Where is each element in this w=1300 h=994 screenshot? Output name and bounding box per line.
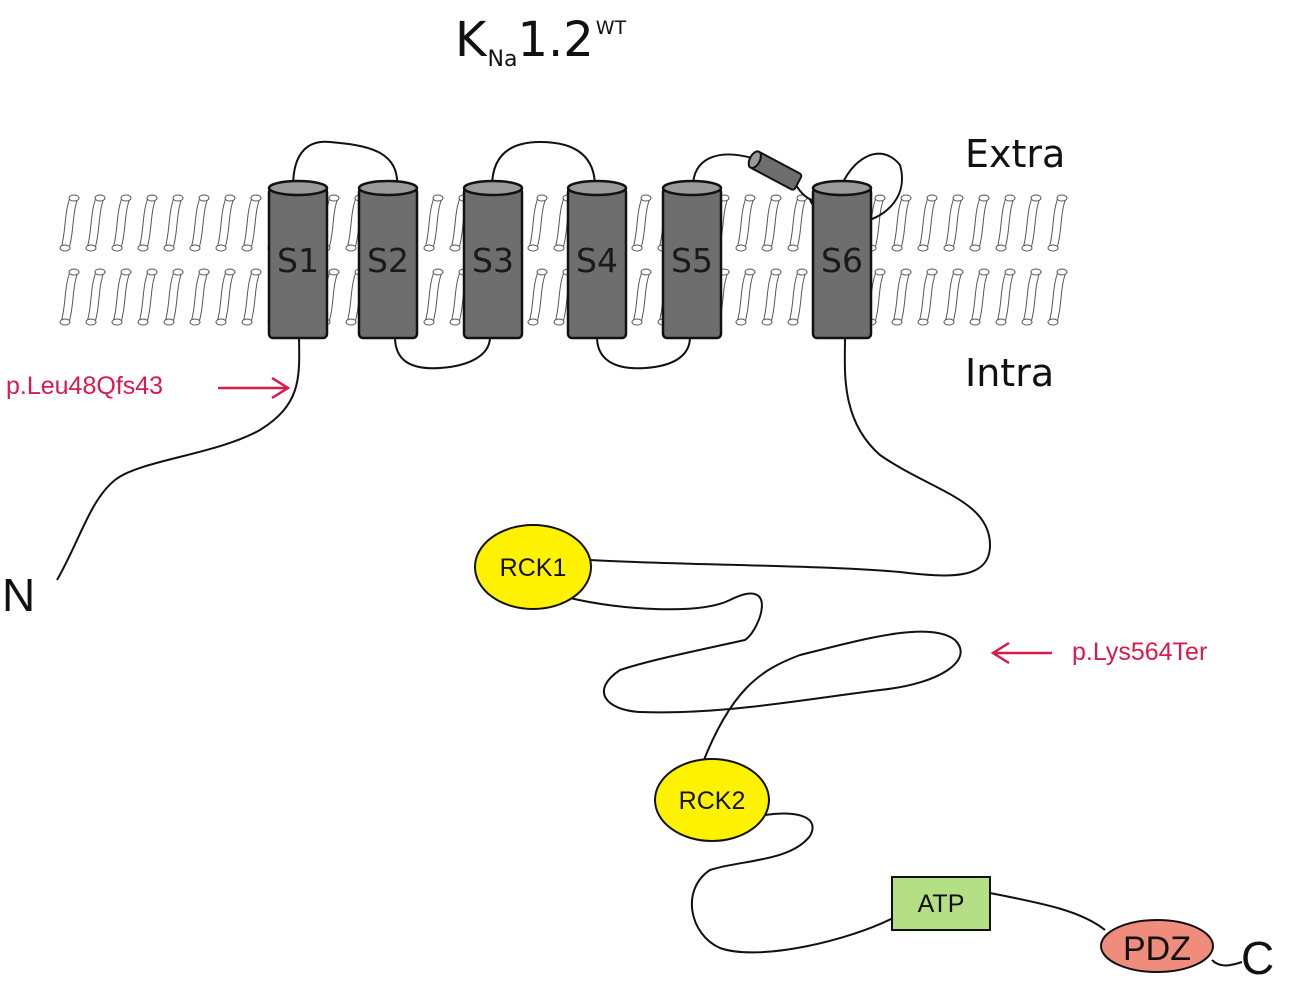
loop-s4-s5 xyxy=(596,336,691,370)
transmembrane-helices: S1 S2 S3 S4 S5 S6 xyxy=(267,179,873,340)
lipid xyxy=(995,268,1016,326)
lipid xyxy=(163,194,184,252)
lipid xyxy=(631,194,652,252)
lipid xyxy=(111,268,132,326)
lipid xyxy=(735,268,756,326)
lipid xyxy=(241,194,262,252)
lipid xyxy=(215,268,236,326)
lipid xyxy=(137,268,158,326)
lipid xyxy=(943,268,964,326)
lipid xyxy=(137,194,158,252)
c-terminus-label: C xyxy=(1241,932,1275,984)
title-subscript: Na xyxy=(487,47,518,72)
loop-s5-pore xyxy=(692,153,753,188)
helix-label: S2 xyxy=(367,241,409,280)
helix-s2: S2 xyxy=(357,179,419,340)
lipid xyxy=(111,194,132,252)
atp-domain: ATP xyxy=(891,876,991,931)
lipid xyxy=(527,268,548,326)
lipid xyxy=(59,194,80,252)
loop-s1-s2 xyxy=(292,140,399,188)
lipid xyxy=(215,194,236,252)
extracellular-label: Extra xyxy=(965,132,1066,176)
helix-label: S3 xyxy=(472,241,514,280)
helix-s5: S5 xyxy=(661,179,723,340)
lipid xyxy=(917,194,938,252)
title-superscript: WT xyxy=(595,17,627,39)
lipid xyxy=(761,194,782,252)
helix-s3: S3 xyxy=(462,179,524,340)
helix-label: S1 xyxy=(277,241,319,280)
rck1-label: RCK1 xyxy=(500,554,567,582)
lipid-bilayer xyxy=(59,194,1068,326)
lipid xyxy=(85,268,106,326)
title-k: K xyxy=(455,12,487,68)
lipid xyxy=(241,268,262,326)
c-terminal-tail xyxy=(569,337,1243,967)
helix-s6: S6 xyxy=(811,179,873,340)
lipid xyxy=(631,268,652,326)
lys564-arrow xyxy=(990,641,1052,665)
helix-label: S5 xyxy=(671,241,713,280)
lipid xyxy=(527,194,548,252)
lipid xyxy=(917,268,938,326)
mutation-lys564-label: p.Lys564Ter xyxy=(1072,638,1208,666)
helix-s4: S4 xyxy=(566,179,628,340)
helix-label: S6 xyxy=(821,241,863,280)
lipid xyxy=(1021,194,1042,252)
helix-s1: S1 xyxy=(267,179,329,340)
lipid xyxy=(969,268,990,326)
lipid xyxy=(189,268,210,326)
mutation-arrows xyxy=(218,376,1052,665)
lipid xyxy=(995,194,1016,252)
intracellular-label: Intra xyxy=(965,351,1055,395)
n-terminal-tail xyxy=(56,337,301,581)
rck2-domain: RCK2 xyxy=(654,758,770,842)
lipid xyxy=(85,194,106,252)
lipid xyxy=(787,194,808,252)
lipid xyxy=(735,194,756,252)
loop-s2-s3 xyxy=(394,336,491,370)
rck2-label: RCK2 xyxy=(679,787,746,815)
lipid xyxy=(787,268,808,326)
lipid xyxy=(969,194,990,252)
lipid xyxy=(423,194,444,252)
n-terminus-label: N xyxy=(2,569,36,621)
lipid xyxy=(59,268,80,326)
lipid xyxy=(1047,268,1068,326)
pore-helix xyxy=(747,150,803,191)
rck1-domain: RCK1 xyxy=(474,524,592,610)
lipid xyxy=(163,268,184,326)
intracellular-loops xyxy=(394,336,691,370)
leu48-arrow xyxy=(218,376,291,400)
pdz-domain: PDZ xyxy=(1100,919,1214,973)
mutation-leu48-label: p.Leu48Qfs43 xyxy=(6,372,164,400)
loop-s3-s4 xyxy=(491,140,596,188)
title-number: 1.2 xyxy=(517,12,594,68)
lipid xyxy=(189,194,210,252)
lipid xyxy=(1047,194,1068,252)
lipid xyxy=(761,268,782,326)
lipid xyxy=(423,268,444,326)
pdz-label: PDZ xyxy=(1123,930,1191,968)
lipid xyxy=(891,268,912,326)
atp-label: ATP xyxy=(918,890,965,918)
lipid xyxy=(943,194,964,252)
lipid xyxy=(1021,268,1042,326)
helix-label: S4 xyxy=(576,241,618,280)
lipid xyxy=(891,194,912,252)
